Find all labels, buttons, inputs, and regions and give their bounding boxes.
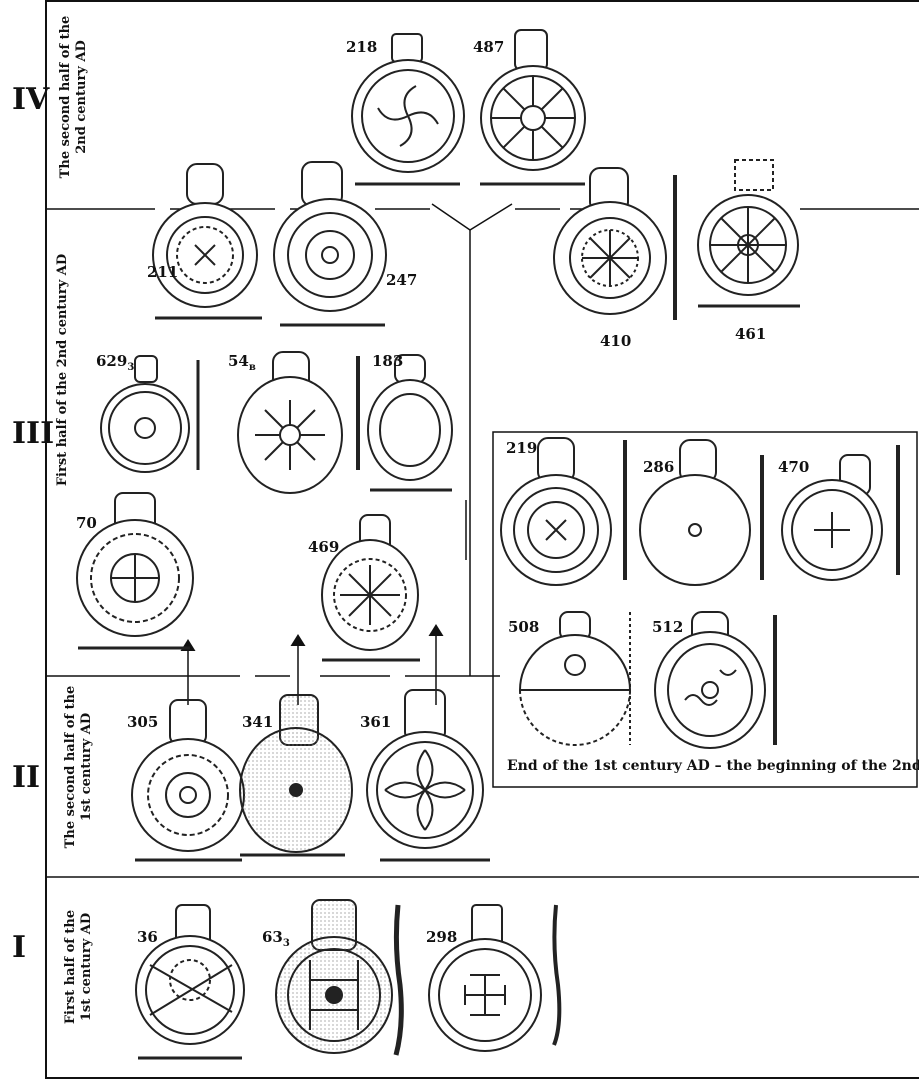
item-label-487: 487 [473, 40, 504, 59]
item-label-211: 211 [147, 265, 178, 284]
pendant-54 [238, 352, 358, 493]
item-label-70: 70 [76, 516, 97, 535]
item-label-629: 6293 [96, 354, 134, 373]
pendant-298 [429, 905, 559, 1051]
pendant-461 [698, 160, 800, 306]
pendant-629 [101, 356, 198, 472]
item-label-218: 218 [346, 40, 377, 59]
pendant-410 [554, 168, 675, 320]
item-label-54: 54в [228, 354, 256, 373]
item-label-470: 470 [778, 460, 809, 479]
pendant-469 [322, 515, 420, 660]
item-label-286: 286 [643, 460, 674, 479]
item-label-410: 410 [600, 334, 631, 353]
item-label-63: 633 [262, 930, 290, 949]
pendant-219 [501, 438, 625, 585]
item-label-361: 361 [360, 715, 391, 734]
item-label-461: 461 [735, 327, 766, 346]
item-label-219: 219 [506, 441, 537, 460]
inset-caption: End of the 1st century AD – the beginnin… [507, 758, 919, 774]
pendant-247 [274, 162, 386, 325]
item-label-298: 298 [426, 930, 457, 949]
item-label-305: 305 [127, 715, 158, 734]
item-label-183: 183 [372, 354, 403, 373]
pendant-63 [276, 900, 401, 1055]
item-label-508: 508 [508, 620, 539, 639]
item-label-247: 247 [386, 273, 417, 292]
item-label-469: 469 [308, 540, 339, 559]
pendant-211 [153, 164, 262, 318]
item-label-341: 341 [242, 715, 273, 734]
item-label-512: 512 [652, 620, 683, 639]
item-label-36: 36 [137, 930, 158, 949]
pendant-183 [368, 355, 452, 490]
